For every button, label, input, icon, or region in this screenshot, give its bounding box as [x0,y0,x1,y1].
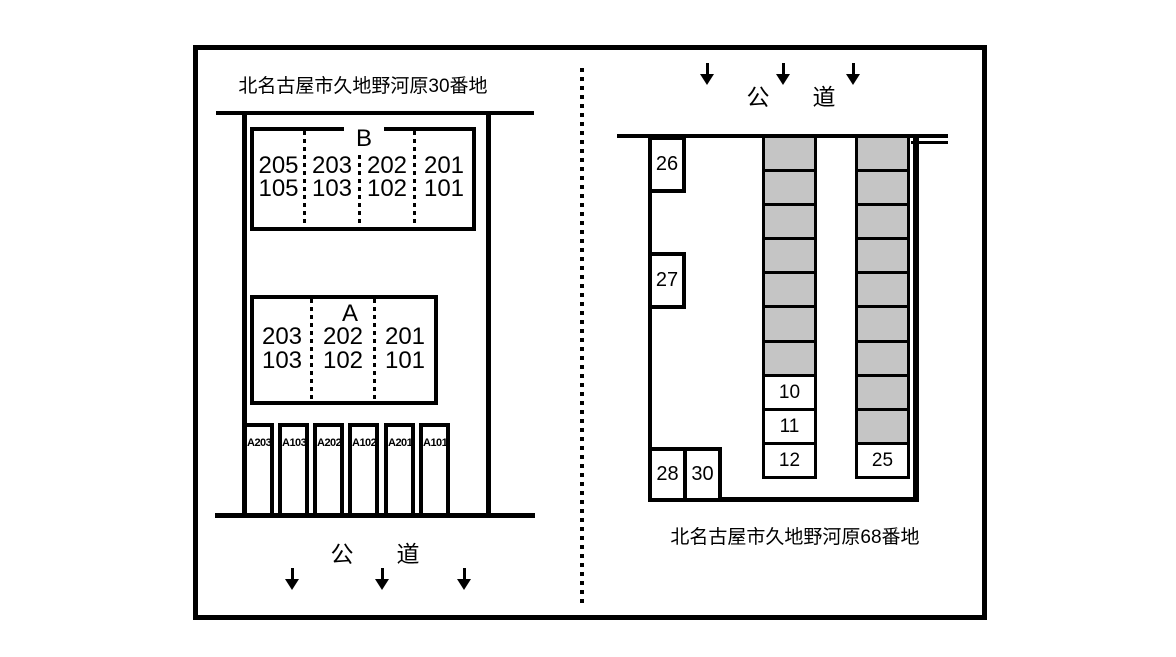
down-arrow-icon [284,568,300,592]
unit-lower-number: 101 [384,347,426,374]
parking-stall-occupied [765,339,814,374]
left-boundary-east [486,113,491,517]
parking-stall-label: A102 [352,437,377,449]
parking-stall: A103 [278,423,309,517]
building-b-divider [358,131,361,227]
unit-upper-number: 205 [258,152,299,179]
building-a-divider [310,299,313,401]
unit-upper-number: 203 [261,323,303,350]
down-arrow-icon [456,568,472,592]
parking-stall-label: A201 [388,437,413,449]
right-block-address: 北名古屋市久地野河原68番地 [670,527,920,548]
parking-stall-occupied [858,138,907,170]
building-a-label: A [330,301,370,327]
right-road-line-extension [911,141,948,144]
side-stall-27: 27 [648,252,686,309]
parking-stall-label: A103 [282,437,307,449]
down-arrow-icon [699,63,715,87]
parking-stall-occupied [765,203,814,238]
section-divider-dotted-line [580,68,584,608]
down-arrow-icon [374,568,390,592]
stall-number: 27 [655,269,679,291]
side-stall-26: 26 [648,136,686,193]
parking-stall-occupied [858,271,907,306]
bottom-stall-30: 30 [683,451,718,498]
parking-stall: 11 [765,407,814,442]
unit-upper-number: 203 [311,152,353,179]
left-block-address: 北名古屋市久地野河原30番地 [238,76,488,97]
parking-stall-occupied [858,373,907,408]
unit-upper-number: 201 [384,323,426,350]
parking-stall-occupied [858,339,907,374]
unit-lower-number: 105 [258,175,299,202]
parking-stall-occupied [765,305,814,340]
stall-number: 26 [655,153,679,175]
unit-upper-number: 201 [423,152,465,179]
parking-column: 10 11 12 [762,135,817,479]
unit-upper-number: 202 [366,152,408,179]
right-public-road-label: 公 道 [746,84,846,110]
right-boundary-west [648,136,652,502]
building-b-divider [303,131,306,227]
parking-stall: 10 [765,373,814,408]
left-boundary-west [242,113,247,517]
building-b-label: B [344,124,384,154]
parking-stall-occupied [858,237,907,272]
bottom-stalls-28-30: 28 30 [648,447,722,502]
right-boundary-east [913,138,919,502]
parking-stall: A202 [313,423,344,517]
down-arrow-icon [845,63,861,87]
parking-stall: A201 [384,423,415,517]
parking-stall: A101 [419,423,450,517]
unit-lower-number: 102 [322,347,364,374]
parking-stall-occupied [765,138,814,170]
bottom-stall-28: 28 [656,463,679,485]
parking-stall-number: 11 [779,415,800,437]
parking-stall-number: 25 [871,449,894,471]
parking-stall: A203 [243,423,274,517]
parking-stall: A102 [348,423,379,517]
parking-stall-occupied [765,271,814,306]
parking-column: 25 [855,135,910,479]
parking-stall: 25 [858,441,907,476]
unit-lower-number: 102 [366,175,408,202]
left-road-line-top [216,111,534,115]
unit-lower-number: 103 [261,347,303,374]
parking-stall: 12 [765,441,814,476]
building-a-divider [373,299,376,401]
left-public-road-label: 公 道 [330,541,430,567]
parking-stall-occupied [858,169,907,204]
parking-stall-number: 12 [778,449,801,471]
parking-stall-label: A202 [317,437,342,449]
parking-stall-label: A101 [423,437,448,449]
parking-stall-occupied [858,203,907,238]
parking-stall-occupied [858,407,907,442]
parking-stall-occupied [765,169,814,204]
parking-stall-number: 10 [778,381,801,403]
unit-lower-number: 101 [423,175,465,202]
unit-upper-number: 202 [322,323,364,350]
parking-stall-label: A203 [247,437,272,449]
building-b-divider [413,131,416,227]
down-arrow-icon [775,63,791,87]
parking-stall-occupied [858,305,907,340]
unit-lower-number: 103 [311,175,353,202]
right-boundary-south [648,497,919,502]
parking-stall-occupied [765,237,814,272]
